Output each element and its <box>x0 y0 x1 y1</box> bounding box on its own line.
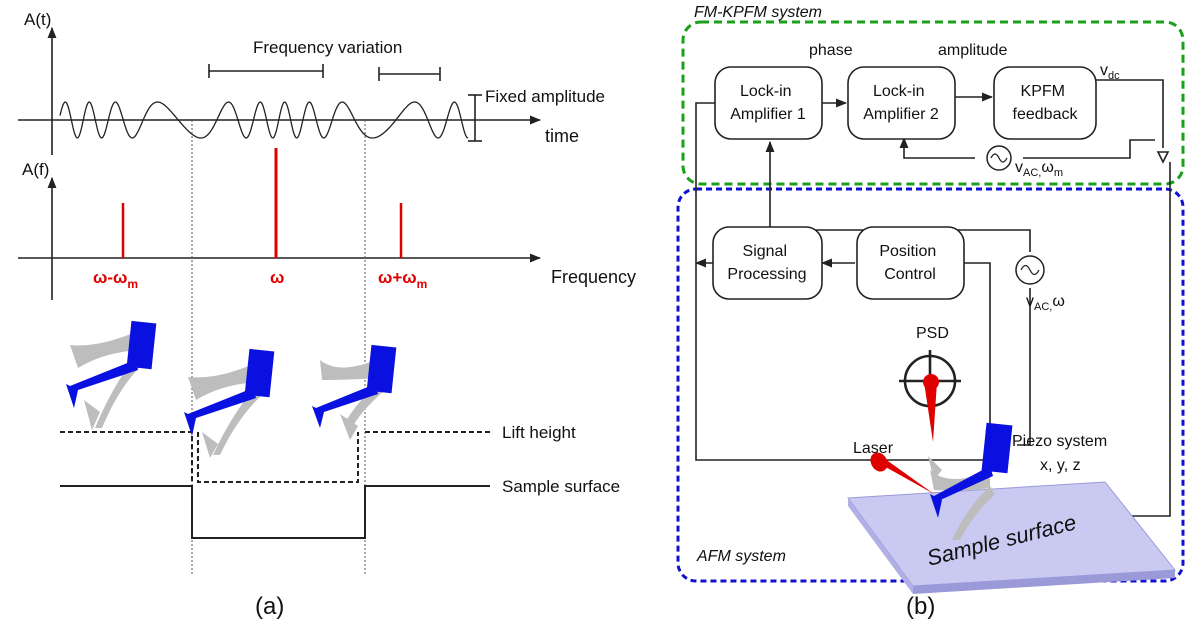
piezo-line-1: Piezo system <box>1012 433 1107 450</box>
cantilever-2 <box>184 348 275 458</box>
lock-in-1-line-1: Lock-in <box>740 83 792 100</box>
vac-w-sub: AC, <box>1034 301 1052 313</box>
fixed-amplitude-label: Fixed amplitude <box>485 87 605 106</box>
peak-label-lower-main: ω-ω <box>93 268 127 287</box>
sample-slab <box>847 481 1176 594</box>
vdc-main: v <box>1100 62 1108 79</box>
position-control-line-1: Position <box>879 243 936 260</box>
fm-waveform <box>59 101 469 139</box>
frequency-variation-brackets <box>208 64 441 81</box>
time-axis-xlabel: time <box>545 126 579 146</box>
freq-axis-ylabel: A(f) <box>22 160 49 179</box>
signal-processing-line-1: Signal <box>743 243 787 260</box>
fm-kpfm-border <box>681 20 1185 186</box>
peak-label-lower: ω-ωm <box>93 268 138 291</box>
vdc-sub: dc <box>1108 70 1120 82</box>
laser-spot <box>923 374 939 390</box>
lift-height-label: Lift height <box>502 423 576 442</box>
signal-processing-line-2: Processing <box>727 266 806 283</box>
piezo-system-label: Piezo system x, y, z <box>1012 433 1112 474</box>
vac-m-omega: ω <box>1041 159 1054 176</box>
vac-m-sub: AC, <box>1023 167 1041 179</box>
afm-system-label: AFM system <box>696 548 786 565</box>
vac-m-label: vAC,ωm <box>1015 159 1063 179</box>
phase-label: phase <box>809 42 853 59</box>
psd-label: PSD <box>916 325 949 342</box>
signal-processing-text: Signal Processing <box>727 243 806 283</box>
reflected-laser-beam <box>924 382 937 442</box>
vdc-label: vdc <box>1100 62 1120 82</box>
lock-in-amplifier-1-text: Lock-in Amplifier 1 <box>730 83 806 123</box>
freq-axis-xlabel: Frequency <box>551 267 636 287</box>
vac-m-main: v <box>1015 159 1023 176</box>
kpfm-feedback-box <box>993 66 1097 140</box>
vac-w-main: v <box>1026 293 1034 310</box>
peak-label-upper-sub: m <box>417 277 428 291</box>
panel-b: FM-KPFM system AFM system <box>676 4 1185 620</box>
cantilever-1 <box>66 320 157 430</box>
caption-b: (b) <box>906 593 935 620</box>
vac-m-sub-m: m <box>1054 167 1063 179</box>
panel-a: A(t) time Frequency variation Fixed ampl… <box>18 10 636 620</box>
sample-surface-profile <box>60 485 490 539</box>
peak-label-upper: ω+ωm <box>378 268 427 291</box>
peak-label-upper-main: ω+ω <box>378 268 417 287</box>
dotted-guides <box>191 120 366 575</box>
kpfm-feedback-text: KPFM feedback <box>1013 83 1079 123</box>
frequency-variation-label: Frequency variation <box>253 38 402 57</box>
fm-kpfm-system-label: FM-KPFM system <box>694 4 822 21</box>
lock-in-amplifier-2-text: Lock-in Amplifier 2 <box>863 83 939 123</box>
piezo-line-2: x, y, z <box>1040 457 1081 474</box>
lock-in-2-line-2: Amplifier 2 <box>863 106 939 123</box>
fixed-amplitude-bracket <box>468 94 482 142</box>
ac-source-w-icon <box>1015 255 1045 285</box>
position-control-box <box>856 226 965 300</box>
lock-in-amplifier-2 <box>847 66 956 140</box>
kpfm-line-1: KPFM <box>1021 83 1065 100</box>
signal-processing-box <box>712 226 823 300</box>
sample-surface-label-a: Sample surface <box>502 477 620 496</box>
lock-in-amplifier-1 <box>714 66 823 140</box>
amplitude-label: amplitude <box>938 42 1007 59</box>
position-control-text: Position Control <box>879 243 940 283</box>
peak-label-carrier: ω <box>270 268 284 287</box>
peak-label-lower-sub: m <box>127 277 138 291</box>
lift-height-path <box>60 431 490 483</box>
time-axis-ylabel: A(t) <box>24 10 51 29</box>
cantilever-3 <box>312 344 397 440</box>
laser-source <box>870 452 888 472</box>
vac-w-label: vAC,ω <box>1026 293 1065 313</box>
vac-w-omega: ω <box>1052 293 1065 310</box>
caption-a: (a) <box>255 593 284 620</box>
cantilever-b <box>928 422 1013 540</box>
lock-in-1-line-2: Amplifier 1 <box>730 106 806 123</box>
laser-label: Laser <box>853 440 894 457</box>
ac-source-m-icon <box>986 145 1012 171</box>
position-control-line-2: Control <box>884 266 936 283</box>
incident-laser-beam <box>873 456 934 494</box>
lock-in-2-line-1: Lock-in <box>873 83 925 100</box>
kpfm-line-2: feedback <box>1013 106 1079 123</box>
